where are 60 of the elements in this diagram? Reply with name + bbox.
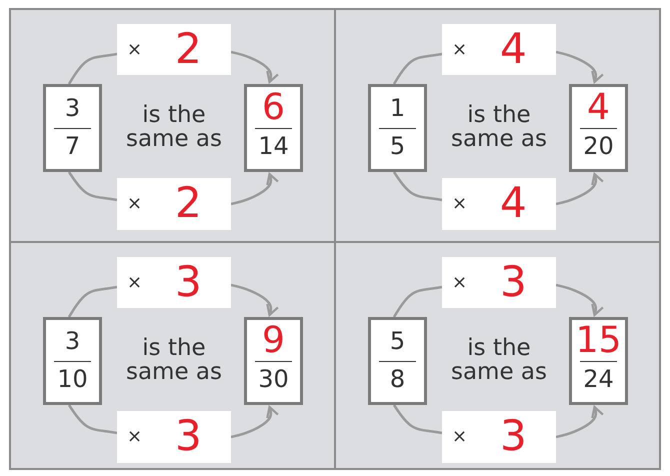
multiply-sign: ×: [127, 41, 142, 59]
multiplier-number: 3: [175, 415, 202, 457]
fraction-box: [368, 84, 427, 172]
denominator: 24: [583, 367, 614, 391]
numerator: 6: [262, 90, 285, 126]
denominator: 30: [258, 367, 289, 391]
denominator: 7: [64, 134, 80, 158]
curved-arrow: [230, 50, 280, 84]
multiply-sign: ×: [452, 274, 468, 292]
curved-arrow: [556, 284, 604, 316]
multiplier-number: 3: [175, 261, 202, 303]
multiplier-card: [442, 24, 556, 75]
curved-arrow: [556, 406, 604, 438]
denominator: 20: [583, 134, 614, 158]
comparison-text: is the same as: [124, 336, 224, 384]
multiplier-card: [117, 411, 231, 463]
curved-arrow: [556, 50, 604, 84]
curved-arrow: [556, 172, 604, 206]
multiplier-card: [442, 411, 556, 463]
numerator: 1: [390, 96, 406, 120]
numerator: 5: [390, 329, 406, 353]
denominator: 10: [57, 367, 88, 391]
fraction-box: [43, 317, 102, 405]
multiplier-number: 3: [500, 415, 527, 457]
multiplier-number: 2: [175, 28, 202, 70]
numerator: 3: [64, 329, 80, 353]
multiply-sign: ×: [452, 41, 468, 59]
multiply-sign: ×: [127, 274, 142, 292]
fraction-box: [43, 84, 102, 172]
fraction-box: [244, 317, 303, 405]
multiplier-card: [442, 257, 556, 308]
multiplier-number: 2: [175, 182, 202, 224]
multiplier-number: 4: [500, 182, 527, 224]
multiplier-card: [442, 178, 556, 230]
numerator: 3: [64, 96, 80, 120]
comparison-text: is the same as: [124, 103, 224, 151]
curved-arrow: [230, 172, 280, 206]
multiply-sign: ×: [452, 195, 468, 213]
fraction-box: [368, 317, 427, 405]
multiplier-card: [117, 178, 231, 230]
numerator: 9: [262, 323, 285, 359]
multiply-sign: ×: [127, 428, 142, 446]
denominator: 8: [390, 367, 406, 391]
comparison-text: is the same as: [450, 336, 548, 384]
curved-arrow: [230, 406, 280, 438]
curved-arrow: [230, 284, 280, 316]
denominator: 14: [258, 134, 289, 158]
multiply-sign: ×: [452, 428, 468, 446]
multiplier-number: 3: [500, 261, 527, 303]
fraction-box: [569, 84, 628, 172]
numerator: 4: [587, 90, 610, 126]
multiply-sign: ×: [127, 195, 142, 213]
fraction-box: [244, 84, 303, 172]
fraction-box: [569, 317, 628, 405]
numerator: 15: [576, 323, 622, 359]
multiplier-card: [117, 24, 231, 75]
multiplier-card: [117, 257, 231, 308]
multiplier-number: 4: [500, 28, 527, 70]
comparison-text: is the same as: [450, 103, 548, 151]
denominator: 5: [390, 134, 406, 158]
